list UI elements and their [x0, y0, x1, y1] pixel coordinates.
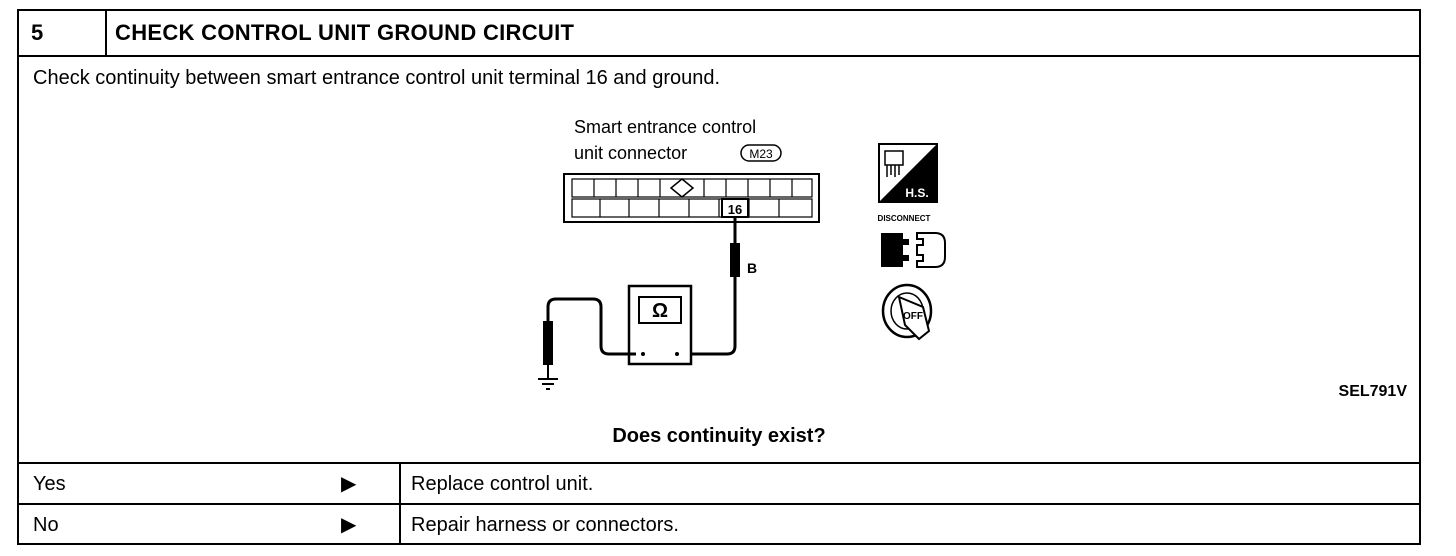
inspection-step-table: 5 CHECK CONTROL UNIT GROUND CIRCUIT Chec… — [17, 9, 1421, 545]
ohmmeter — [627, 284, 693, 366]
wiring-diagram: Smart entrance control unit connector M2… — [538, 117, 946, 390]
terminal-number: 16 — [728, 202, 742, 217]
harness-side-icon — [878, 143, 938, 203]
ignition-off-icon — [881, 283, 933, 341]
column-divider — [399, 464, 401, 504]
disconnect-label: DISCONNECT — [878, 214, 931, 223]
disconnect-icon — [881, 232, 946, 268]
arrow-right-icon: ▶ — [341, 473, 357, 495]
connector-label-line2: unit connector — [574, 143, 687, 163]
wire-color: B — [747, 260, 757, 276]
column-divider — [399, 505, 401, 545]
connector-code: M23 — [749, 147, 773, 161]
answer-label: No — [33, 514, 59, 536]
ohm-symbol: Ω — [652, 300, 668, 322]
action-text: Repair harness or connectors. — [411, 514, 679, 536]
figure-id: SEL791V — [1338, 383, 1407, 400]
probe-ground — [543, 297, 636, 379]
probe-red — [684, 217, 740, 356]
connector-code-badge — [740, 144, 782, 162]
step-header: 5 CHECK CONTROL UNIT GROUND CIRCUIT — [19, 11, 1419, 57]
connector-label-line1: Smart entrance control — [574, 117, 756, 137]
step-title: CHECK CONTROL UNIT GROUND CIRCUIT — [115, 20, 575, 45]
result-row-yes: Yes ▶ Replace control unit. — [19, 462, 1419, 504]
step-number: 5 — [19, 11, 107, 55]
ground-symbol — [538, 378, 558, 390]
connector-body — [563, 173, 820, 223]
action-text: Replace control unit. — [411, 473, 594, 495]
off-label: OFF — [903, 311, 923, 322]
question-text: Does continuity exist? — [612, 425, 826, 447]
hs-label: H.S. — [905, 186, 928, 200]
instruction-text: Check continuity between smart entrance … — [33, 67, 721, 89]
arrow-right-icon: ▶ — [341, 514, 357, 536]
answer-label: Yes — [33, 473, 66, 495]
result-row-no: No ▶ Repair harness or connectors. — [19, 503, 1419, 545]
